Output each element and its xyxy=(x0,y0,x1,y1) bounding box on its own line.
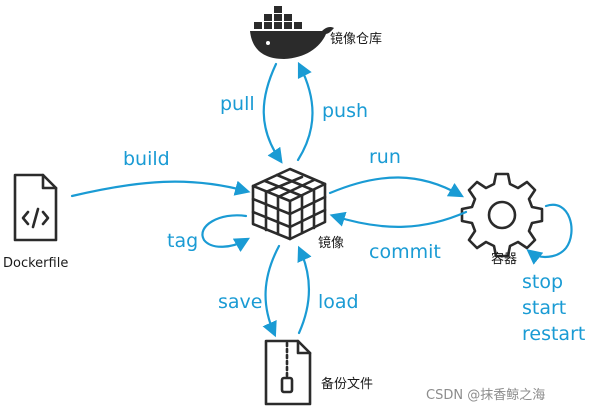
commit-label: commit xyxy=(369,241,441,263)
tag-arrow xyxy=(201,214,251,253)
restart-label: restart xyxy=(522,323,585,345)
gear-icon xyxy=(460,172,544,258)
tag-label: tag xyxy=(167,230,198,252)
lifecycle-loop-arrow xyxy=(526,203,573,265)
build-label: build xyxy=(123,148,170,170)
docker-whale-icon xyxy=(250,6,334,59)
backup-label: 备份文件 xyxy=(321,376,373,392)
run-label: run xyxy=(369,146,401,168)
save-label: save xyxy=(218,291,262,313)
run-arrow xyxy=(328,176,465,198)
load-arrow xyxy=(297,245,312,335)
start-label: start xyxy=(522,297,566,319)
push-arrow xyxy=(296,61,314,162)
container-label: 容器 xyxy=(491,251,517,267)
file-code-icon xyxy=(13,173,58,242)
commit-arrow xyxy=(329,210,468,228)
dockerfile-label: Dockerfile xyxy=(3,256,68,271)
watermark-text: CSDN @抹香鲸之海 xyxy=(426,388,545,403)
registry-label: 镜像仓库 xyxy=(330,31,382,47)
push-label: push xyxy=(322,100,368,122)
image-label: 镜像 xyxy=(318,236,344,251)
build-arrow xyxy=(70,180,251,198)
zip-file-icon xyxy=(264,339,312,406)
save-arrow xyxy=(262,244,281,338)
pull-label: pull xyxy=(220,93,255,115)
load-label: load xyxy=(318,291,359,313)
pull-arrow xyxy=(262,62,283,164)
image-cube-icon xyxy=(251,167,327,241)
stop-label: stop xyxy=(522,271,563,293)
